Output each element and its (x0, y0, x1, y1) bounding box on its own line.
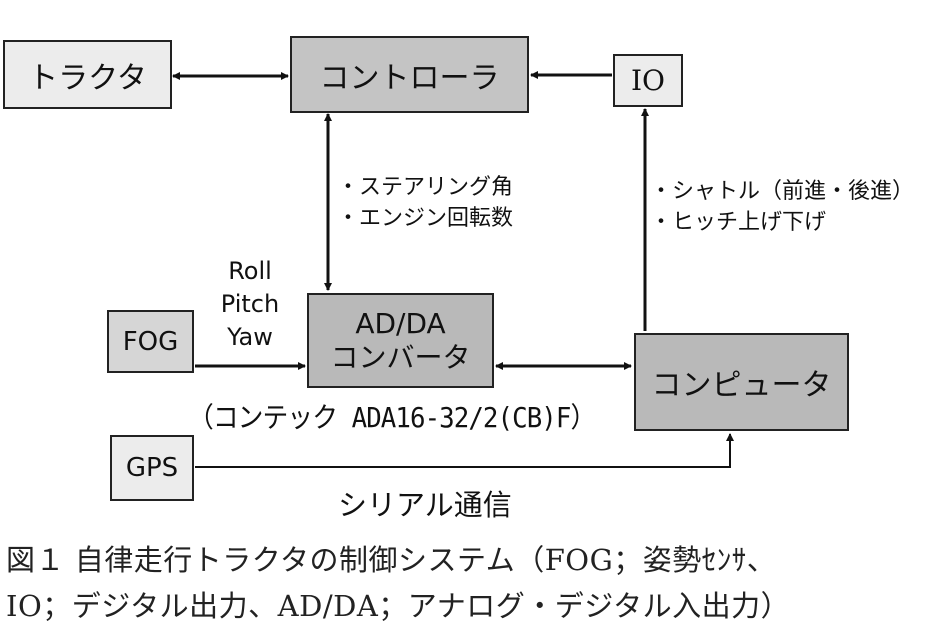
gps-computer-arrow (195, 433, 734, 468)
controller-adda-signals: ・ステアリング角 ・エンジン回転数 (337, 172, 513, 234)
signal-pitch: Pitch (220, 290, 280, 318)
tractor-node: トラクタ (3, 40, 172, 109)
controller-node: コントローラ (290, 36, 529, 113)
adda-label-line2: コンバータ (330, 340, 471, 374)
computer-label: コンピュータ (651, 368, 832, 403)
fog-node: FOG (107, 310, 194, 373)
signal-shuttle: ・シャトル（前進・後進） (650, 179, 915, 204)
computer-node: コンピュータ (634, 333, 849, 431)
computer-io-signals: ・シャトル（前進・後進） ・ヒッチ上げ下げ (650, 176, 914, 238)
serial-communication-label: シリアル通信 (338, 488, 512, 522)
signal-roll: Roll (228, 257, 272, 285)
signal-steering-angle: ・ステアリング角 (337, 175, 514, 200)
figure-caption-line2: IO；デジタル出力、AD/DA；アナログ・デジタル入出力） (6, 589, 791, 623)
fog-label: FOG (122, 326, 179, 357)
tractor-label: トラクタ (28, 60, 147, 96)
adda-model-note: （コンテック ADA16-32/2(CB)F） (188, 401, 596, 434)
adda-label-line1: AD/DA (355, 306, 446, 340)
signal-engine-rpm: ・エンジン回転数 (337, 206, 514, 231)
io-label: IO (630, 64, 665, 97)
signal-yaw: Yaw (227, 323, 273, 351)
controller-label: コントローラ (319, 60, 500, 96)
signal-hitch: ・ヒッチ上げ下げ (650, 210, 827, 235)
gps-label: GPS (125, 453, 179, 483)
gps-node: GPS (110, 435, 194, 501)
adda-converter-node: AD/DA コンバータ (307, 293, 494, 388)
fog-adda-signals: Roll Pitch Yaw (206, 255, 294, 354)
io-node: IO (613, 54, 683, 107)
figure-caption-line1: 図１ 自律走行トラクタの制御システム（FOG；姿勢ｾﾝｻ、 (6, 543, 777, 577)
